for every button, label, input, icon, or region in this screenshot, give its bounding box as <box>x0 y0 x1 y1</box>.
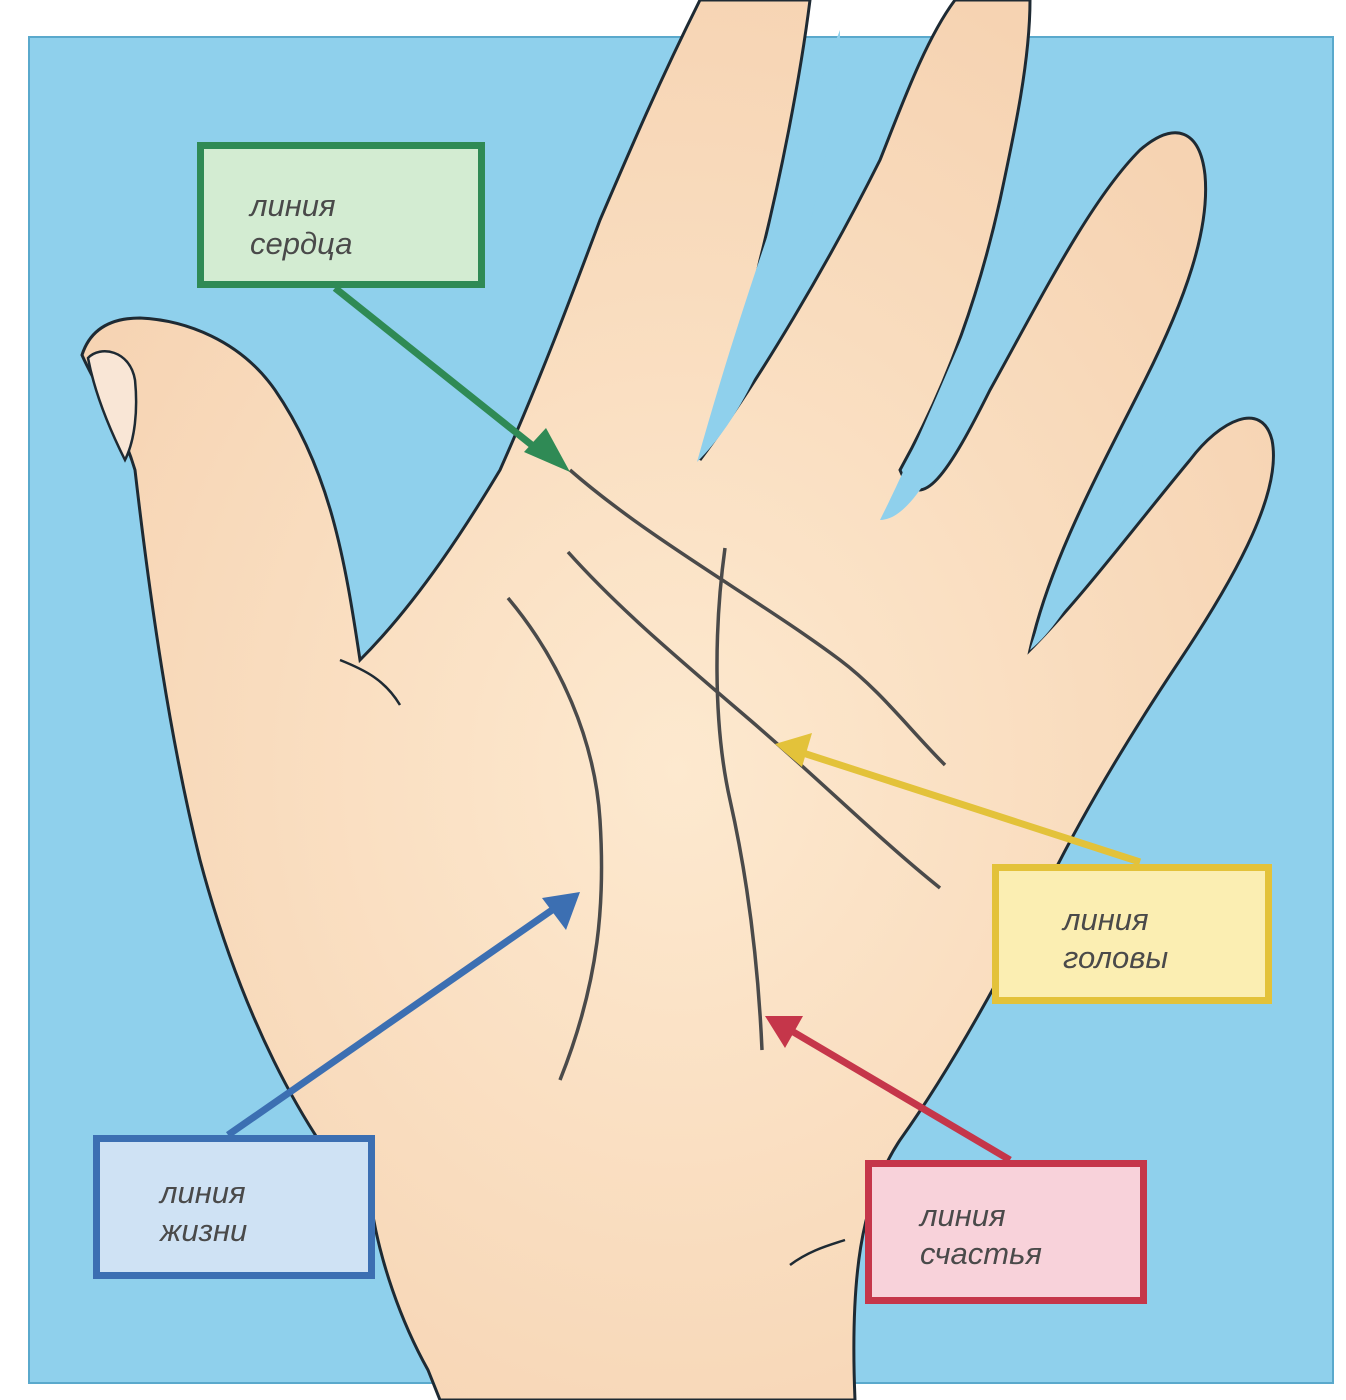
luck-label-line2: счастья <box>920 1235 1140 1273</box>
life-label-line2: жизни <box>160 1212 368 1250</box>
head-label-line1: линия <box>1063 901 1265 939</box>
life-label-line1: линия <box>160 1174 368 1212</box>
luck-label-line1: линия <box>920 1197 1140 1235</box>
thumb-nail <box>88 351 136 460</box>
heart-label-line2: сердца <box>250 225 478 263</box>
luck-line-label: линия счастья <box>865 1160 1147 1304</box>
heart-line-label: линия сердца <box>197 142 485 288</box>
life-line-label: линия жизни <box>93 1135 375 1279</box>
heart-arrow <box>335 288 570 472</box>
head-label-line2: головы <box>1063 939 1265 977</box>
head-line-label: линия головы <box>992 864 1272 1004</box>
heart-label-line1: линия <box>250 187 478 225</box>
